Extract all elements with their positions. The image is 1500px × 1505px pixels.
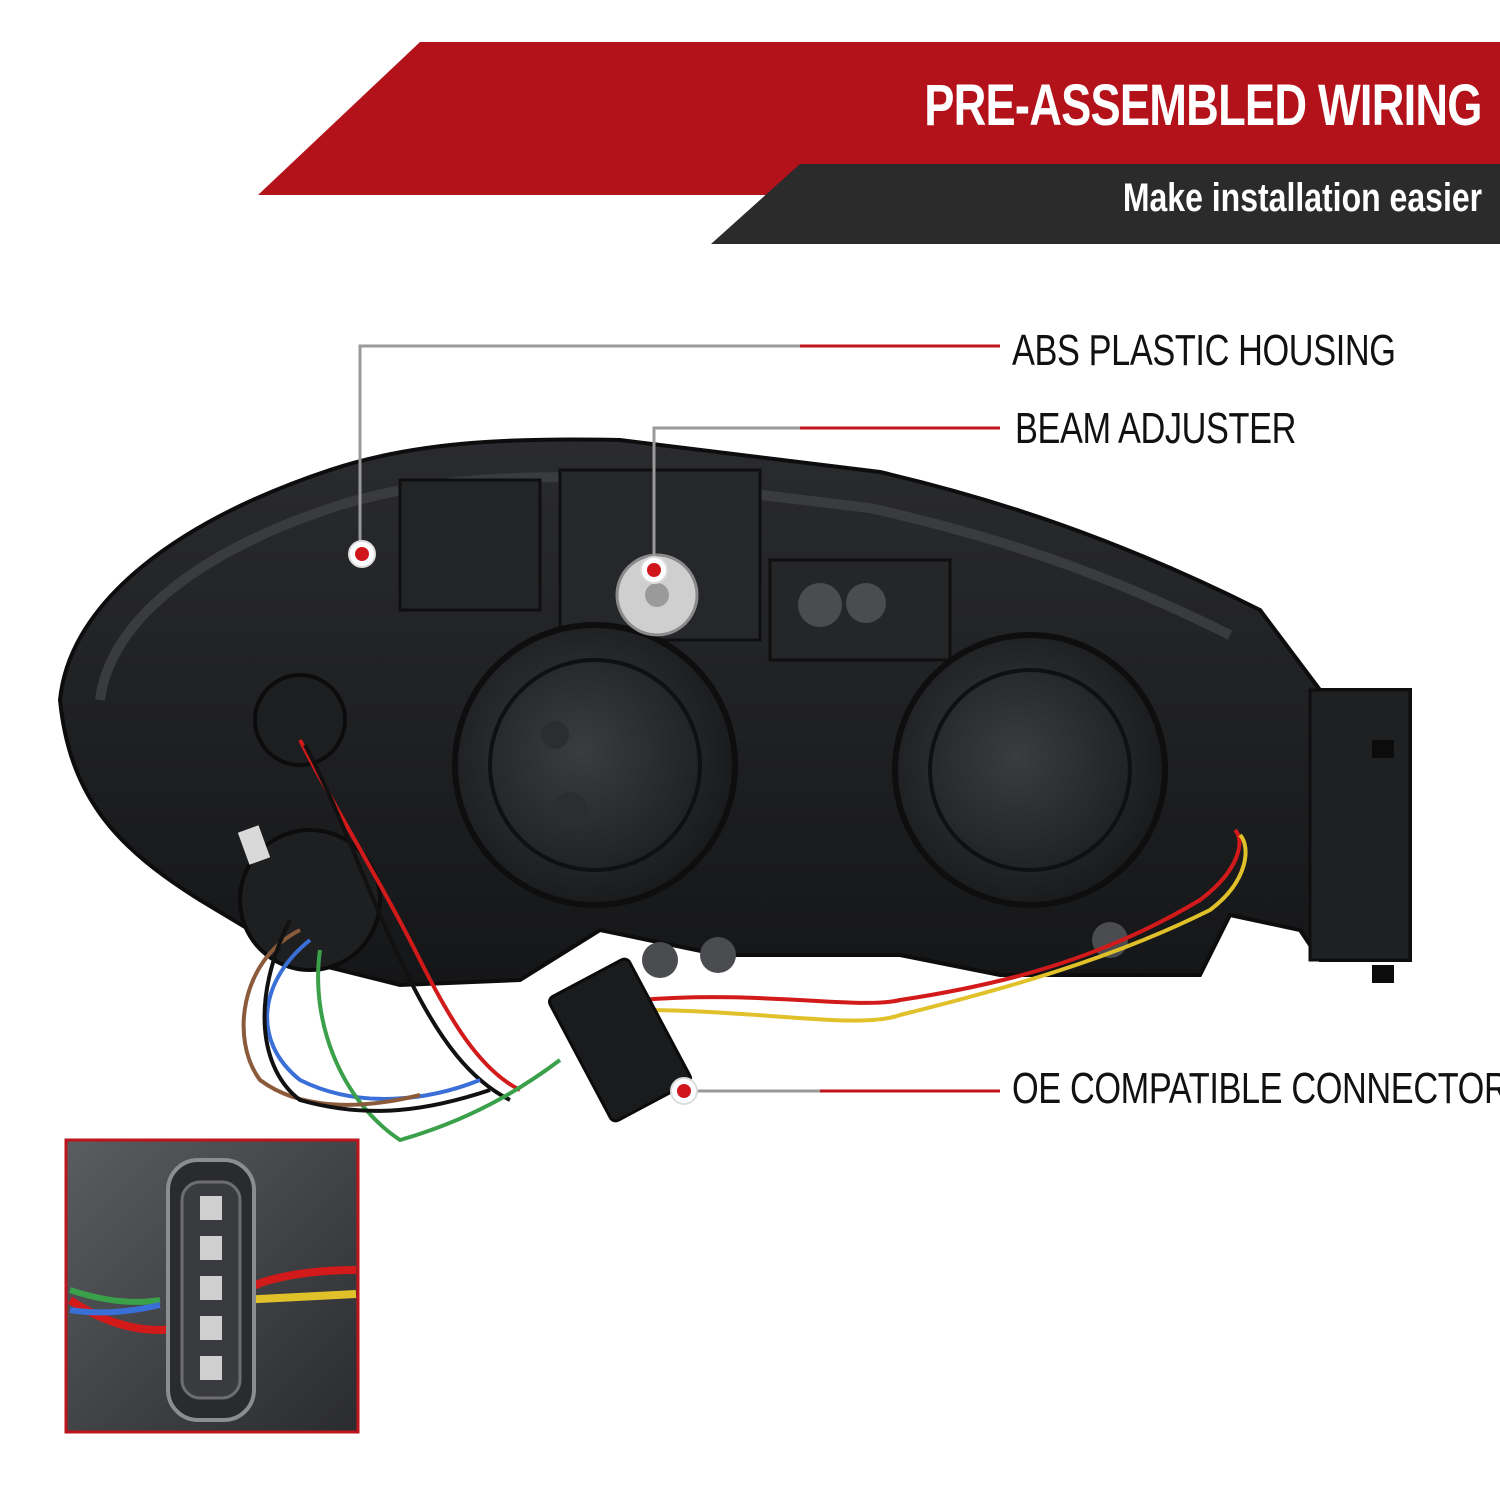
- callout-markers: [348, 540, 698, 1105]
- mount-stud: [237, 825, 271, 865]
- housing-rib: [398, 478, 542, 612]
- callout-marker-connector-dot: [677, 1084, 691, 1098]
- wire-blue: [265, 938, 481, 1101]
- inset-wire-blue: [69, 1302, 161, 1316]
- callout-marker-housing-dot: [355, 547, 369, 561]
- inset-connector-pin: [200, 1236, 222, 1260]
- banner: [258, 42, 1500, 244]
- main-connector: [548, 957, 692, 1123]
- housing-dot: [700, 937, 736, 973]
- housing-dot: [846, 583, 886, 623]
- inset-connector-pin: [200, 1276, 222, 1300]
- bulb-socket: [253, 673, 347, 767]
- wire-yellow-right: [639, 833, 1248, 1023]
- housing-dot: [798, 583, 842, 627]
- left-projector-cap-inner: [488, 658, 702, 872]
- banner-subtitle: Make installation easier: [1122, 176, 1482, 220]
- banner-title: PRE-ASSEMBLED WIRING: [924, 73, 1483, 138]
- banner-red-band: [258, 42, 1500, 195]
- bulb-socket: [238, 828, 382, 972]
- right-projector-cap-inner: [928, 668, 1132, 872]
- callout-marker-beam-dot: [647, 563, 661, 577]
- right-projector-cap: [892, 632, 1168, 908]
- beam-adjuster-bolt: [645, 583, 669, 607]
- wire-green: [316, 949, 562, 1143]
- banner-dark-band: [711, 164, 1500, 244]
- callout-lines: [358, 344, 1000, 1093]
- callout-label-beam-adjuster: BEAM ADJUSTER: [1015, 404, 1296, 453]
- bracket-slot: [1372, 740, 1394, 758]
- wire-brown: [241, 928, 421, 1107]
- inset-connector-pin: [200, 1356, 222, 1380]
- connector-closeup-inset: [64, 1138, 360, 1434]
- connector-body: [548, 957, 692, 1123]
- wire-black-2: [262, 919, 491, 1113]
- callout-line-housing: [358, 344, 1000, 552]
- wire-red-right: [639, 828, 1242, 1005]
- inset-wire-green: [69, 1287, 161, 1305]
- left-projector-knob: [541, 721, 569, 749]
- side-bracket: [1308, 688, 1412, 962]
- inset-connector-pin: [200, 1316, 222, 1340]
- housing-dot: [642, 942, 678, 978]
- callout-label-housing: ABS PLASTIC HOUSING: [1012, 326, 1396, 375]
- headlight-housing: [57, 437, 1412, 988]
- wire-black: [303, 744, 511, 1102]
- callout-label-connector: OE COMPATIBLE CONNECTOR: [1012, 1064, 1500, 1113]
- left-projector-knob: [552, 792, 588, 828]
- inset-connector-pin: [200, 1196, 222, 1220]
- wiring-harness: [241, 739, 1248, 1143]
- left-projector-cap: [452, 622, 738, 908]
- bracket-slot: [1372, 965, 1394, 983]
